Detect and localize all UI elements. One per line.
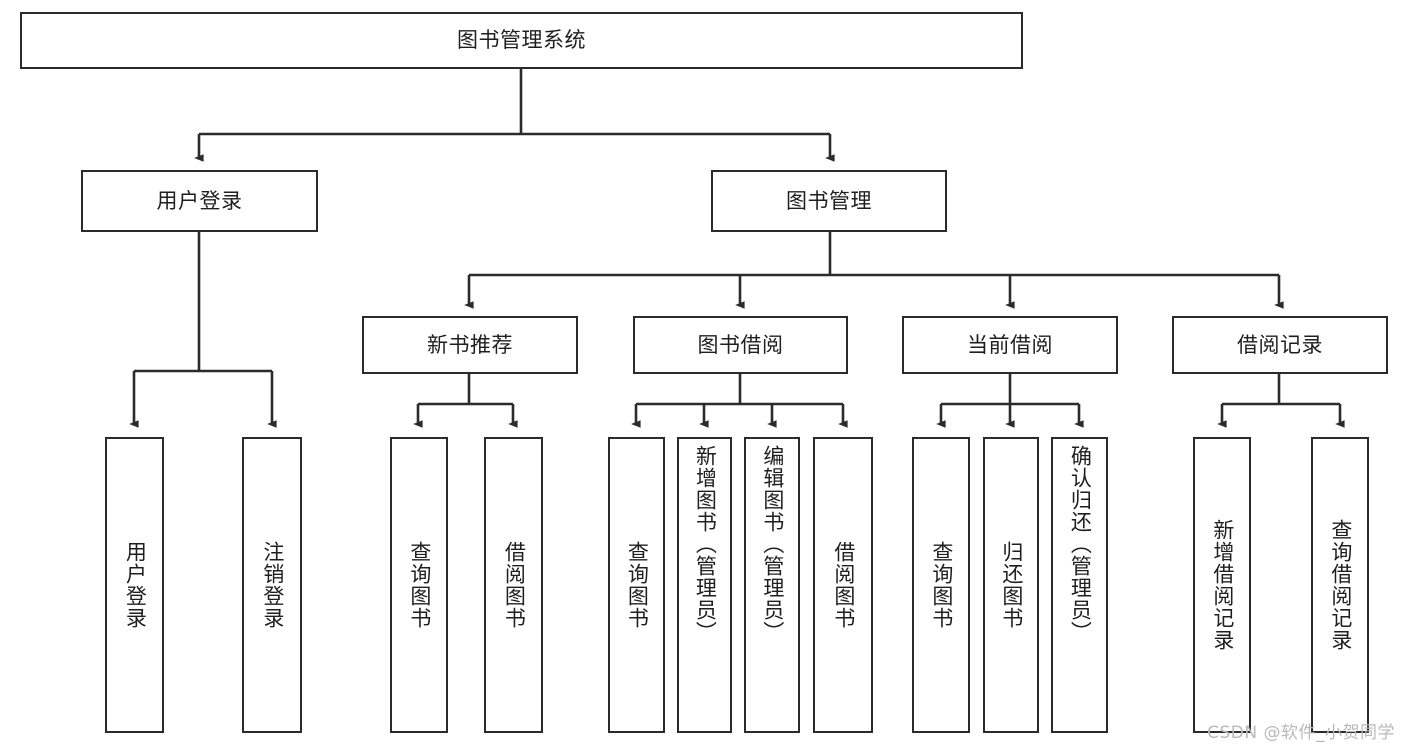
leaf-user-login-login[interactable]: 用户登录	[105, 437, 164, 733]
leaf-label: 新增借阅记录	[1210, 519, 1235, 651]
node-label: 用户登录	[156, 188, 243, 213]
leaf-current-return-book[interactable]: 归还图书	[983, 437, 1039, 733]
leaf-record-add-record[interactable]: 新增借阅记录	[1193, 437, 1251, 733]
node-book-borrow[interactable]: 图书借阅	[633, 316, 848, 374]
leaf-current-confirm-return-admin[interactable]: 确认归还（管理员）	[1051, 437, 1108, 733]
node-label: 图书管理	[786, 188, 872, 213]
leaf-label: 归还图书	[999, 541, 1024, 629]
leaf-label: 编辑图书（管理员）	[760, 445, 785, 643]
leaf-borrow-edit-book-admin[interactable]: 编辑图书（管理员）	[744, 437, 800, 733]
node-book-management[interactable]: 图书管理	[711, 170, 947, 232]
leaf-record-query-record[interactable]: 查询借阅记录	[1311, 437, 1369, 733]
leaf-label: 用户登录	[123, 541, 148, 629]
leaf-borrow-add-book-admin[interactable]: 新增图书（管理员）	[677, 437, 732, 733]
leaf-user-login-logout[interactable]: 注销登录	[242, 437, 302, 733]
leaf-label: 注销登录	[260, 541, 285, 629]
node-borrow-record[interactable]: 借阅记录	[1172, 316, 1388, 374]
leaf-label: 查询图书	[929, 541, 954, 629]
leaf-label: 借阅图书	[831, 541, 856, 629]
node-new-book-recommend[interactable]: 新书推荐	[362, 316, 578, 374]
leaf-current-query-book[interactable]: 查询图书	[912, 437, 970, 733]
node-label: 图书管理系统	[457, 28, 586, 53]
node-user-login[interactable]: 用户登录	[81, 170, 318, 232]
leaf-borrow-borrow-book[interactable]: 借阅图书	[813, 437, 873, 733]
node-label: 借阅记录	[1237, 332, 1323, 357]
leaf-new-book-query[interactable]: 查询图书	[390, 437, 448, 733]
leaf-label: 查询图书	[625, 541, 650, 629]
leaf-label: 新增图书（管理员）	[693, 445, 718, 643]
node-root-system[interactable]: 图书管理系统	[20, 12, 1023, 69]
leaf-borrow-query-book[interactable]: 查询图书	[608, 437, 665, 733]
leaf-label: 确认归还（管理员）	[1068, 445, 1093, 643]
leaf-new-book-borrow[interactable]: 借阅图书	[484, 437, 543, 733]
node-label: 图书借阅	[697, 332, 784, 357]
leaf-label: 查询图书	[407, 541, 432, 629]
node-label: 新书推荐	[427, 332, 513, 357]
node-current-borrow[interactable]: 当前借阅	[902, 316, 1118, 374]
leaf-label: 借阅图书	[502, 541, 527, 629]
watermark-text: CSDN @软件_小贺同学	[1207, 723, 1395, 743]
node-label: 当前借阅	[967, 332, 1053, 357]
leaf-label: 查询借阅记录	[1328, 519, 1353, 651]
